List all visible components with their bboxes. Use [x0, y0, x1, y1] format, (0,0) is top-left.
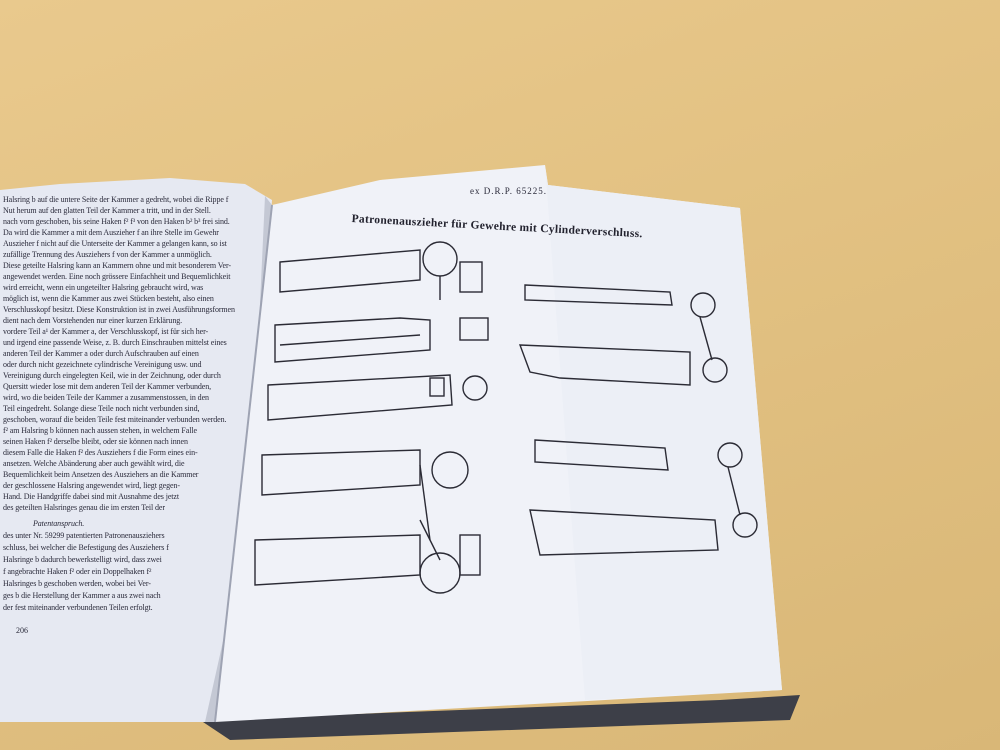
book-cover-edge — [200, 695, 800, 740]
claim-heading: Patentanspruch. — [33, 519, 85, 528]
text-line: Verschlusskopf besitzt. Diese Konstrukti… — [3, 305, 235, 314]
left-page-shadow — [205, 196, 272, 722]
page-gutter — [214, 204, 273, 723]
right-page-fold — [545, 165, 782, 700]
text-line: anderen Teil der Kammer a oder durch Auf… — [3, 349, 199, 358]
claim-line: schluss, bei welcher die Befestigung des… — [3, 543, 169, 552]
text-line: Vereinigung durch eingelegten Keil, wie … — [3, 371, 221, 380]
text-line: und irgend eine passende Weise, z. B. du… — [3, 338, 227, 347]
text-line: seinen Haken f² derselbe bleibt, oder si… — [3, 437, 188, 446]
left-page — [0, 178, 272, 722]
text-line: f² am Halsring b können nach aussen steh… — [3, 426, 197, 435]
text-line: Da wird die Kammer a mit dem Auszieher f… — [3, 228, 219, 237]
text-line: nach vorn geschoben, bis seine Haken f² … — [3, 217, 230, 226]
patent-claim: Patentanspruch. des unter Nr. 59299 pate… — [3, 518, 253, 614]
figure-7 — [518, 344, 728, 386]
text-line: Bequemlichkeit beim Ansetzen des Auszieh… — [3, 470, 199, 479]
rifle-bolt-drawings — [254, 241, 758, 594]
text-line: Teil eingedreht. Solange diese Teile noc… — [3, 404, 200, 413]
text-line: Nut herum auf den glatten Teil der Kamme… — [3, 206, 211, 215]
figure-2 — [274, 317, 489, 363]
text-line: möglich ist, wenn die Kammer aus zwei St… — [3, 294, 214, 303]
text-line: wird, wo die beiden Teile der Kammer a z… — [3, 393, 209, 402]
claim-line: ges b die Herstellung der Kammer a aus z… — [3, 591, 161, 600]
text-line: vordere Teil a¹ der Kammer a, der Versch… — [3, 327, 209, 336]
text-line: oder durch nicht gezeichnete cylindrisch… — [3, 360, 202, 369]
figure-3 — [267, 374, 488, 421]
text-line: des geteilten Halsringes genau die im er… — [3, 503, 165, 512]
claim-line: Halsringes b geschoben werden, wobei bei… — [3, 579, 151, 588]
figure-6 — [524, 284, 716, 361]
figure-4 — [261, 449, 469, 541]
claim-line: f angebrachte Haken f² oder ein Doppelha… — [3, 567, 152, 576]
claim-line: Halsringe b dadurch bewerkstelligt wird,… — [3, 555, 162, 564]
text-line: der geschlossene Halsring angewendet wir… — [3, 481, 180, 490]
claim-line: der fest miteinander verbundenen Teilen … — [3, 603, 153, 612]
figure-9 — [529, 509, 758, 556]
figure-1 — [279, 241, 483, 300]
text-line: angewendet werden. Eine noch grössere Ei… — [3, 272, 231, 281]
text-line: Halsring b auf die untere Seite der Kamm… — [3, 195, 229, 204]
text-line: zufällige Trennung des Ausziehers f von … — [3, 250, 212, 259]
text-line: Auszieher f nicht auf die Unterseite der… — [3, 239, 227, 248]
text-line: ansetzen. Welche Abänderung aber auch ge… — [3, 459, 185, 468]
page-number: 206 — [16, 626, 28, 635]
text-line: dient nach dem Vorstehenden nur einer ku… — [3, 316, 183, 325]
text-line: Hand. Die Handgriffe dabei sind mit Ausn… — [3, 492, 179, 501]
figure-5 — [254, 519, 481, 594]
patent-reference: ex D.R.P. 65225. — [470, 186, 548, 196]
text-line: diesem Falle die Haken f² des Ausziehers… — [3, 448, 198, 457]
text-line: wird erreicht, wenn ein ungeteilter Hals… — [3, 283, 204, 292]
claim-line: des unter Nr. 59299 patentierten Patrone… — [3, 531, 165, 540]
figure-8 — [534, 439, 743, 516]
text-line: Quersitt wieder lose mit dem anderen Tei… — [3, 382, 212, 391]
text-line: geschoben, worauf die beiden Teile fest … — [3, 415, 227, 424]
left-page-body-text: Halsring b auf die untere Seite der Kamm… — [3, 194, 265, 513]
text-line: Diese geteilte Halsring kann an Kammern … — [3, 261, 231, 270]
